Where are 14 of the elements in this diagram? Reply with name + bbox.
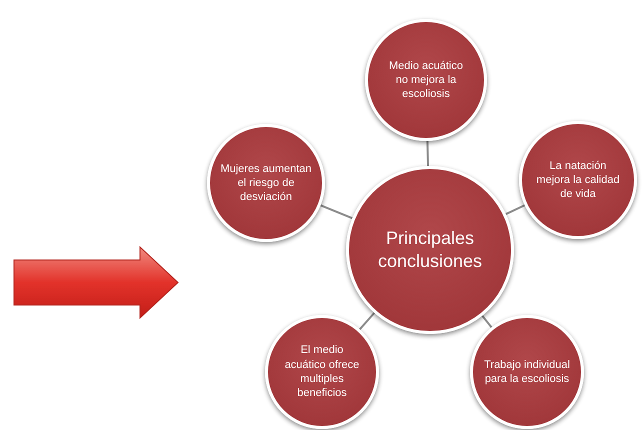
- connector-line: [320, 204, 353, 220]
- block-arrow: [12, 245, 180, 320]
- circle-text: Mujeres aumentan el riesgo de desviación: [219, 162, 313, 204]
- circle-text: La natación mejora la calidad de vida: [535, 158, 621, 202]
- circle-text: Principales conclusiones: [376, 226, 484, 273]
- circle-text: El medio acuático ofrece multiples beneficios: [284, 343, 360, 401]
- topic-circle: [470, 315, 584, 429]
- circle-text: Trabajo individual para la escoliosis: [483, 358, 571, 386]
- connector-line: [426, 140, 430, 166]
- circle-text: Medio acuático no mejora la escoliosis: [388, 58, 464, 102]
- connector-line: [482, 315, 492, 328]
- connector-line: [359, 312, 376, 330]
- connector-line: [506, 204, 526, 215]
- topic-circle: [265, 315, 379, 429]
